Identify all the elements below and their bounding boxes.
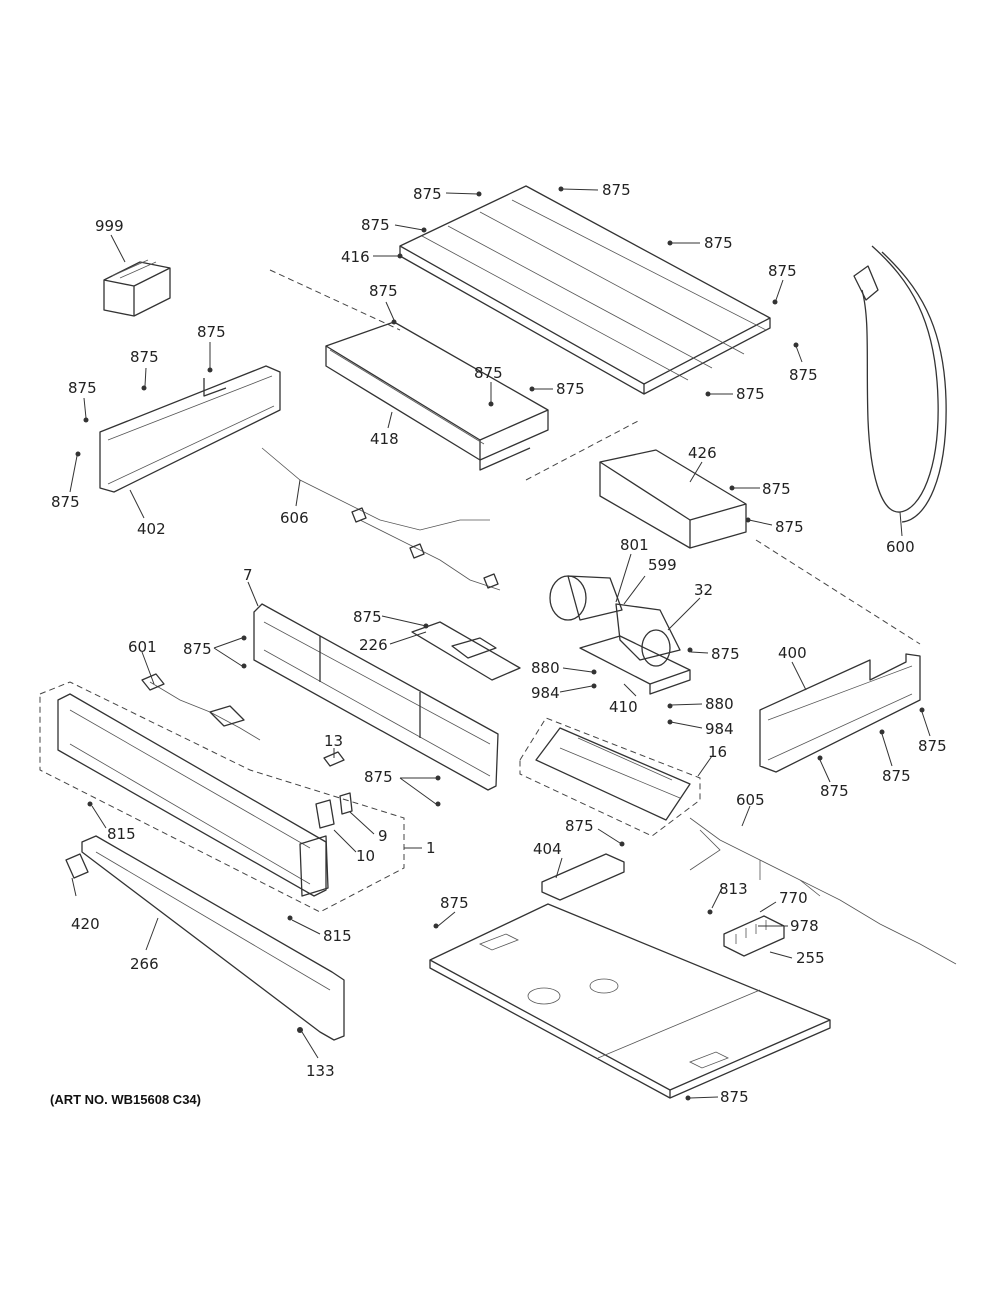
callout-400: 400 <box>778 644 807 662</box>
part-600-hose <box>853 245 947 523</box>
callout-875: 875 <box>364 768 393 786</box>
part-13-clip <box>323 751 345 767</box>
part-base-plate <box>429 903 831 1099</box>
callout-875: 875 <box>197 323 226 341</box>
callout-416: 416 <box>341 248 370 266</box>
callout-875: 875 <box>68 379 97 397</box>
callout-880: 880 <box>531 659 560 677</box>
part-999-box <box>103 259 171 317</box>
callout-770: 770 <box>779 889 808 907</box>
callout-133: 133 <box>306 1062 335 1080</box>
callout-10: 10 <box>356 847 375 865</box>
fastener-dots <box>75 186 925 1101</box>
callout-606: 606 <box>280 509 309 527</box>
callout-984: 984 <box>531 684 560 702</box>
callout-875: 875 <box>474 364 503 382</box>
callout-875: 875 <box>711 645 740 663</box>
callout-1: 1 <box>426 839 436 857</box>
part-16-board <box>519 717 701 837</box>
callout-875: 875 <box>51 493 80 511</box>
art-number-caption: (ART NO. WB15608 C34) <box>50 1092 201 1107</box>
callout-875: 875 <box>556 380 585 398</box>
callout-labels: 875 875 875 416 875 875 875 875 875 875 … <box>51 181 947 1106</box>
callout-875: 875 <box>882 767 911 785</box>
callout-266: 266 <box>130 955 159 973</box>
part-top-cover <box>399 185 771 395</box>
callout-875: 875 <box>361 216 390 234</box>
part-410-bracket <box>579 635 691 695</box>
part-606-harness <box>261 447 501 591</box>
callout-599: 599 <box>648 556 677 574</box>
callout-605: 605 <box>736 791 765 809</box>
callout-875: 875 <box>775 518 804 536</box>
callout-7: 7 <box>243 566 253 584</box>
callout-875: 875 <box>820 782 849 800</box>
callout-875: 875 <box>720 1088 749 1106</box>
part-426-bracket <box>599 449 747 549</box>
part-400-panel <box>759 653 921 773</box>
callout-875: 875 <box>565 817 594 835</box>
callout-984: 984 <box>705 720 734 738</box>
leader-lines <box>69 188 931 1099</box>
callout-978: 978 <box>790 917 819 935</box>
part-266-trim <box>81 835 345 1041</box>
callout-875: 875 <box>369 282 398 300</box>
callout-875: 875 <box>353 608 382 626</box>
callout-404: 404 <box>533 840 562 858</box>
callout-13: 13 <box>324 732 343 750</box>
callout-875: 875 <box>440 894 469 912</box>
part-605-harness <box>689 817 957 965</box>
callout-999: 999 <box>95 217 124 235</box>
callout-880: 880 <box>705 695 734 713</box>
callout-32: 32 <box>694 581 713 599</box>
callout-420: 420 <box>71 915 100 933</box>
callout-875: 875 <box>183 640 212 658</box>
part-blower-motor <box>549 575 681 667</box>
callout-815: 815 <box>323 927 352 945</box>
part-255-terminal <box>723 915 785 957</box>
callout-601: 601 <box>128 638 157 656</box>
callout-875: 875 <box>130 348 159 366</box>
part-418-duct <box>325 321 549 471</box>
callout-875: 875 <box>413 185 442 203</box>
callout-815: 815 <box>107 825 136 843</box>
callout-875: 875 <box>602 181 631 199</box>
callout-600: 600 <box>886 538 915 556</box>
part-601-harness <box>141 673 261 741</box>
callout-875: 875 <box>704 234 733 252</box>
callout-426: 426 <box>688 444 717 462</box>
alignment-lines <box>269 269 921 645</box>
callout-875: 875 <box>918 737 947 755</box>
part-1-console <box>39 681 405 913</box>
callout-255: 255 <box>796 949 825 967</box>
callout-875: 875 <box>789 366 818 384</box>
callout-226: 226 <box>359 636 388 654</box>
callout-875: 875 <box>736 385 765 403</box>
callout-418: 418 <box>370 430 399 448</box>
callout-813: 813 <box>719 880 748 898</box>
callout-16: 16 <box>708 743 727 761</box>
part-402-panel <box>99 365 281 493</box>
callout-875: 875 <box>768 262 797 280</box>
part-420-bracket <box>65 853 89 879</box>
callout-801: 801 <box>620 536 649 554</box>
part-7-frame <box>253 603 499 791</box>
callout-410: 410 <box>609 698 638 716</box>
callout-9: 9 <box>378 827 388 845</box>
callout-402: 402 <box>137 520 166 538</box>
callout-875: 875 <box>762 480 791 498</box>
part-404-channel <box>541 853 625 901</box>
part-226-plate <box>411 621 521 681</box>
